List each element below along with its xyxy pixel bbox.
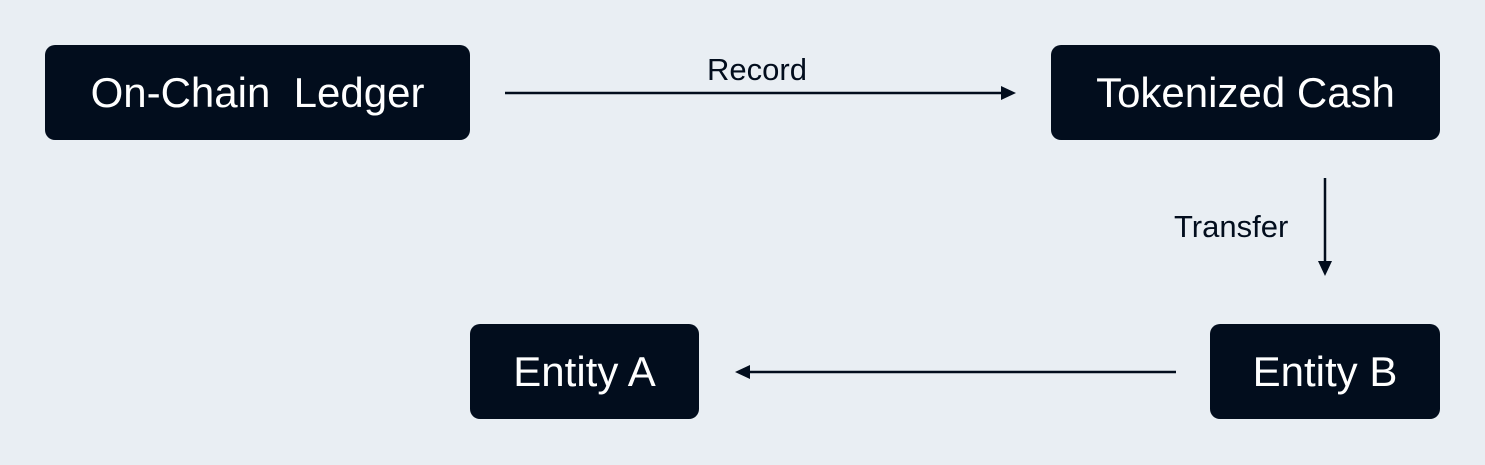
arrow-entity-b-to-a: [735, 365, 1176, 379]
edge-label-transfer: Transfer: [1174, 209, 1289, 244]
arrow-record: [505, 86, 1016, 100]
node-entity-a: Entity A: [470, 324, 699, 419]
arrow-transfer: [1318, 178, 1332, 276]
node-on-chain-ledger: On-Chain Ledger: [45, 45, 470, 140]
node-entity-b: Entity B: [1210, 324, 1440, 419]
edge-label-record: Record: [707, 52, 807, 87]
node-tokenized-cash: Tokenized Cash: [1051, 45, 1440, 140]
